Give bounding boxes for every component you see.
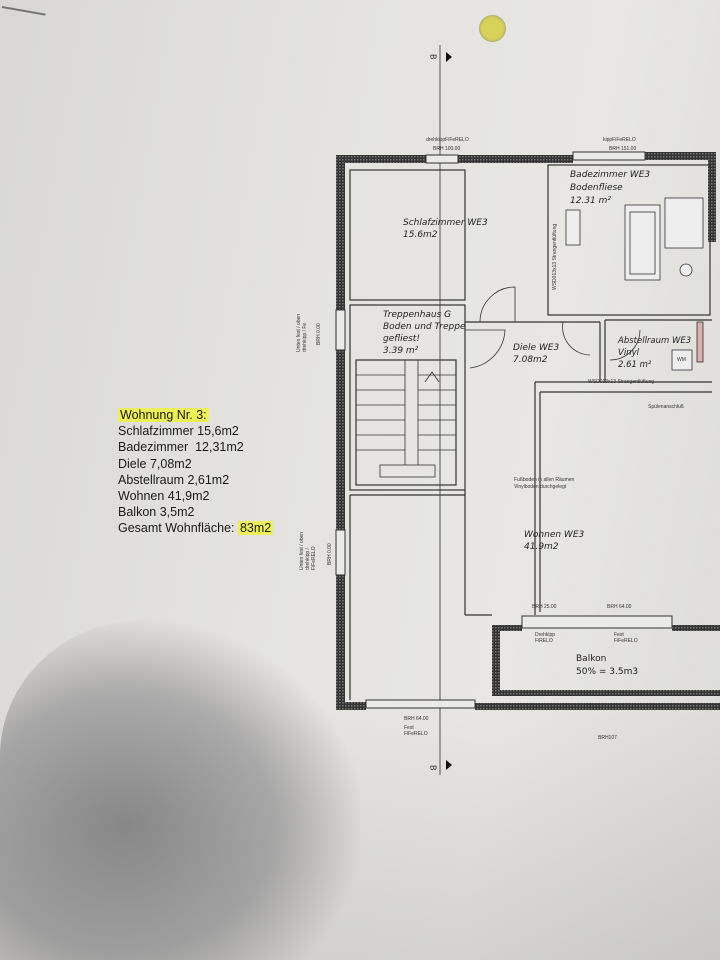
- room-abstellraum-area: 2.61 m²: [618, 360, 652, 370]
- note-balcony-window-left-2: FiRELO: [535, 638, 553, 644]
- section-marker-bottom: B: [428, 765, 438, 771]
- room-schlafzimmer-name: Schlafzimmer WE3: [403, 218, 488, 228]
- room-balkon-name: Balkon: [576, 654, 607, 664]
- room-schlafzimmer-area: 15.6m2: [403, 230, 438, 240]
- note-left-window-1-brh: BRH 0.00: [316, 323, 322, 345]
- room-treppenhaus-floor2: gefliest!: [383, 334, 420, 344]
- room-abstellraum-name: Abstellraum WE3: [618, 336, 692, 346]
- note-left-window-2: Unten fest / oben drehkipp / FiFeRELO: [299, 531, 317, 570]
- room-bad-name: Badezimmer WE3: [570, 170, 651, 180]
- room-bad-floor: Bodenfliese: [570, 183, 623, 193]
- abstellraum-fixtures: [671, 321, 704, 371]
- bathroom-fixtures: [565, 197, 704, 281]
- room-wohnen-name: Wohnen WE3: [524, 530, 585, 540]
- note-floor-2: Vinylboden durchgelegt: [514, 484, 567, 490]
- note-window-top-right-brh: BRH 151.00: [609, 146, 637, 152]
- room-balkon-area: 50% = 3.5m3: [576, 667, 639, 677]
- note-balcony-window-left-1: Drehkipp: [535, 632, 556, 638]
- apartment-summary: Wohnung Nr. 3: Schlafzimmer 15,6m2 Badez…: [118, 407, 274, 537]
- room-diele-area: 7.08m2: [513, 355, 548, 365]
- punch-hole: [479, 15, 506, 42]
- note-balcony-window-right-2: FiFeRELO: [614, 638, 638, 644]
- washing-machine-label: WM: [677, 357, 686, 363]
- summary-total-label: Gesamt Wohnfläche:: [118, 521, 235, 536]
- doors: [465, 286, 641, 369]
- outer-walls: [336, 152, 720, 710]
- photo-shadow: [0, 620, 360, 960]
- summary-total-value: 83m2: [237, 521, 274, 536]
- section-marker-top: B: [428, 54, 438, 60]
- note-sink: Spülenanschluß: [648, 404, 684, 410]
- interior-walls: [349, 164, 712, 700]
- room-treppenhaus-floor1: Boden und Treppe: [383, 322, 466, 332]
- note-bottom-window-1: Fest: [404, 725, 414, 731]
- summary-title: Wohnung Nr. 3:: [118, 408, 209, 422]
- summary-item: Diele 7,08m2: [118, 456, 192, 471]
- note-window-top-left-brh: BRH 100.00: [433, 146, 461, 152]
- note-balcony-brh-left: BRH 25.00: [532, 604, 557, 610]
- note-vent-vertical: WSD013x13 Strangentlüftung: [552, 223, 558, 290]
- summary-item: Balkon 3,5m2: [118, 505, 195, 520]
- room-diele-name: Diele WE3: [513, 343, 560, 353]
- room-bad-area: 12.31 m²: [570, 196, 612, 206]
- note-bottom-window-2: FiFeRELO: [404, 731, 428, 737]
- stairs: [356, 360, 456, 478]
- room-wohnen-area: 41.9m2: [524, 542, 559, 552]
- note-left-window-2-brh: BRH 0.00: [327, 543, 333, 565]
- summary-item: Wohnen 41,9m2: [118, 489, 210, 504]
- note-floor-1: Fußboden in allen Räumen: [514, 477, 575, 483]
- section-arrow-bottom: [446, 760, 452, 770]
- room-abstellraum-floor: Vinyl: [618, 348, 639, 358]
- room-treppenhaus-name: Treppenhaus G: [383, 310, 452, 320]
- summary-item: Badezimmer 12,31m2: [118, 440, 244, 455]
- photo-shadow-bottom: [0, 700, 720, 960]
- note-balcony-window-right-1: Fest: [614, 632, 624, 638]
- note-balcony-brh-right: BRH 64.00: [607, 604, 632, 610]
- note-window-top-right-type: kippFiFeRELO: [603, 137, 636, 143]
- note-bottom-brh: BRH 64.00: [404, 716, 429, 722]
- room-treppenhaus-area: 3.39 m²: [383, 346, 419, 356]
- summary-item: Schlafzimmer 15,6m2: [118, 424, 239, 439]
- note-vent-horizontal: WSD013x13 Strangentlüftung: [588, 379, 655, 385]
- section-arrow-top: [446, 52, 452, 62]
- summary-item: Abstellraum 2,61m2: [118, 472, 230, 487]
- note-bottom-right-brh: BRH107: [598, 735, 617, 741]
- note-left-window-1: Unten fest / oben drehkipp / Fe: [296, 313, 308, 352]
- note-window-top-left-type: drehkippFiFeRELO: [426, 137, 469, 143]
